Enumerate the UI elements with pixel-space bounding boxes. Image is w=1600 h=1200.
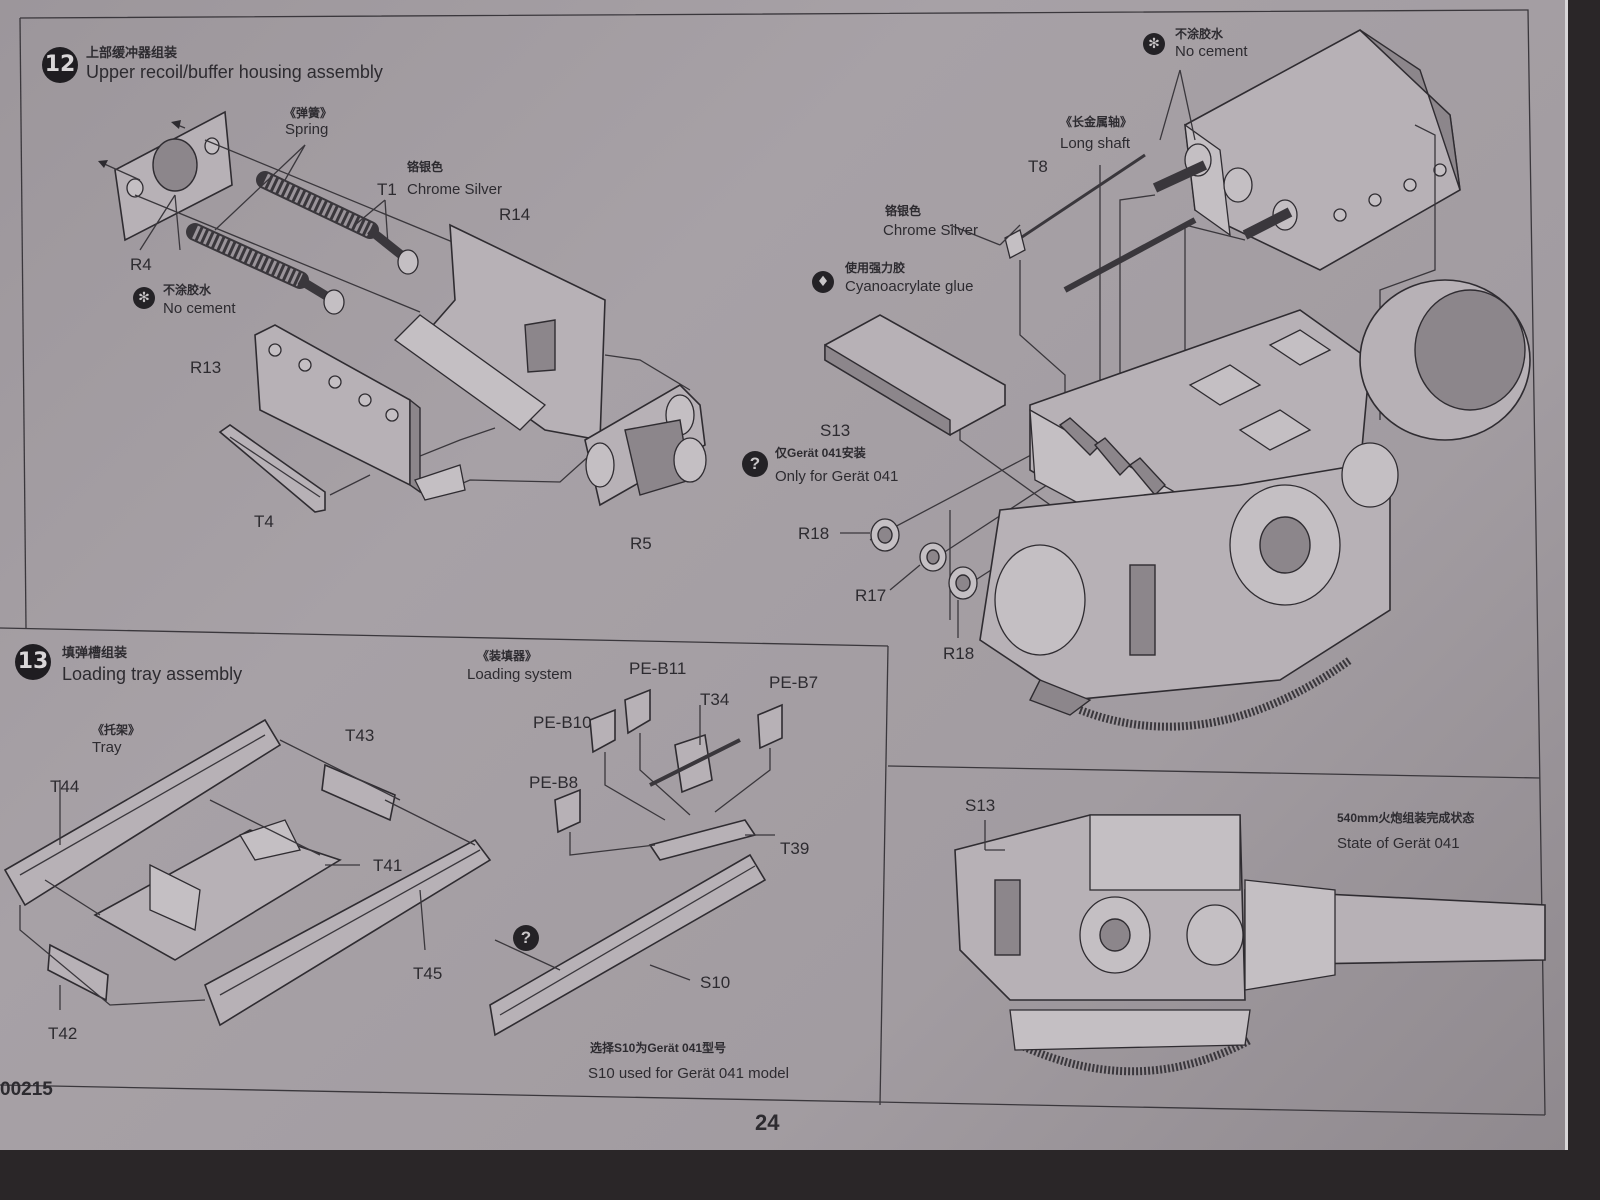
only-gerat-label-en: Only for Gerät 041 (775, 468, 899, 485)
part-r4-label: R4 (130, 255, 152, 274)
part-r14 (393, 223, 606, 441)
glue-label-en: Cyanoacrylate glue (845, 278, 974, 295)
part-t44-label: T44 (50, 777, 80, 796)
part-r13-label: R13 (190, 358, 222, 377)
part-s10 (489, 853, 767, 1037)
step-13-title-en: Loading tray assembly (62, 664, 243, 684)
spring-label-en: Spring (285, 121, 329, 138)
part-t44-side-rail (3, 718, 282, 907)
long-shaft-label-en: Long shaft (1060, 135, 1131, 152)
question-mark-icon: ? (742, 451, 768, 477)
part-t4 (218, 424, 326, 513)
step-12-title-cn: 上部缓冲器组装 (86, 45, 178, 60)
no-cement-icon: ✻ (133, 287, 155, 309)
final-assembly-view (954, 814, 1546, 1076)
part-s13 (824, 314, 1006, 437)
part-r5 (584, 383, 707, 507)
no-cement-label-en: No cement (163, 300, 236, 317)
glue-label-cn: 使用强力胶 (845, 261, 906, 275)
part-t8-label: T8 (1028, 157, 1048, 176)
loading-system-label-cn: 《装填器》 (477, 649, 538, 663)
chrome-silver-right-en: Chrome Silver (883, 222, 979, 239)
no-cement-right-en: No cement (1175, 43, 1248, 60)
part-t45-side-rail (204, 799, 492, 1027)
question-mark-icon: ? (513, 925, 539, 951)
tray-label-en: Tray (92, 739, 122, 756)
chrome-silver-right-cn: 铬银色 (885, 204, 922, 218)
step-12-number-badge: 12 (42, 47, 78, 83)
part-s10-label: S10 (700, 973, 731, 992)
loading-system-parts (554, 688, 783, 861)
part-r18-label-a: R18 (798, 524, 830, 543)
part-s13-label: S13 (820, 421, 851, 440)
step-13-title-cn: 填弹槽组装 (62, 645, 128, 660)
part-t41-label: T41 (373, 856, 403, 875)
no-cement-right-cn: 不涂胶水 (1175, 27, 1224, 41)
chrome-silver-label-cn: 铬银色 (407, 160, 444, 174)
part-r4-end-plate (98, 110, 233, 242)
panel-borders (0, 9, 1546, 1116)
only-gerat-label-cn: 仅Gerät 041安装 (775, 446, 866, 460)
rings (840, 518, 978, 638)
no-cement-label-cn: 不涂胶水 (163, 283, 212, 297)
part-t42 (19, 879, 206, 1010)
step-12-title-en: Upper recoil/buffer housing assembly (86, 62, 383, 82)
spring-label-cn: 《弹簧》 (284, 106, 333, 120)
long-shaft-label-cn: 《长金属轴》 (1060, 115, 1133, 129)
no-cement-icon: ✻ (1143, 33, 1165, 55)
part-t41-tray (93, 799, 360, 961)
final-state-label-en: State of Gerät 041 (1337, 835, 1460, 852)
step-13-number-badge: 13 (15, 644, 51, 680)
part-t4-label: T4 (254, 512, 274, 531)
part-pe-b10-label: PE-B10 (533, 713, 592, 732)
breech-housing (1184, 29, 1461, 271)
part-r14-label: R14 (499, 205, 531, 224)
final-s13-label: S13 (965, 796, 996, 815)
page-number: 24 (755, 1110, 780, 1135)
part-t1-label: T1 (377, 180, 397, 199)
part-r13 (254, 324, 466, 501)
part-t45-label: T45 (413, 964, 443, 983)
gun-cradle (979, 279, 1531, 731)
part-pe-b11-label: PE-B11 (629, 659, 687, 678)
chrome-silver-label-en: Chrome Silver (407, 181, 503, 198)
tray-label-cn: 《托架》 (92, 723, 141, 737)
select-s10-label-cn: 选择S10为Gerät 041型号 (590, 1041, 727, 1055)
spring-parts (186, 144, 419, 315)
part-r17-label: R17 (855, 586, 887, 605)
part-t39-label: T39 (780, 839, 810, 858)
part-pe-b8-label: PE-B8 (529, 773, 579, 792)
glue-drop-icon: ♦ (812, 271, 834, 293)
final-state-label-cn: 540mm火炮组装完成状态 (1337, 811, 1475, 825)
part-r18-label-b: R18 (943, 644, 975, 663)
select-s10-label-en: S10 used for Gerät 041 model (588, 1065, 789, 1082)
part-t43 (279, 739, 401, 822)
loading-system-label-en: Loading system (467, 666, 573, 683)
part-pe-b7-label: PE-B7 (769, 673, 819, 692)
part-t34-label: T34 (700, 690, 730, 709)
part-t43-label: T43 (345, 726, 375, 745)
part-r5-label: R5 (630, 534, 652, 553)
part-t42-label: T42 (48, 1024, 78, 1043)
shafts (1004, 153, 1293, 293)
product-code: 00215 (0, 1079, 53, 1100)
